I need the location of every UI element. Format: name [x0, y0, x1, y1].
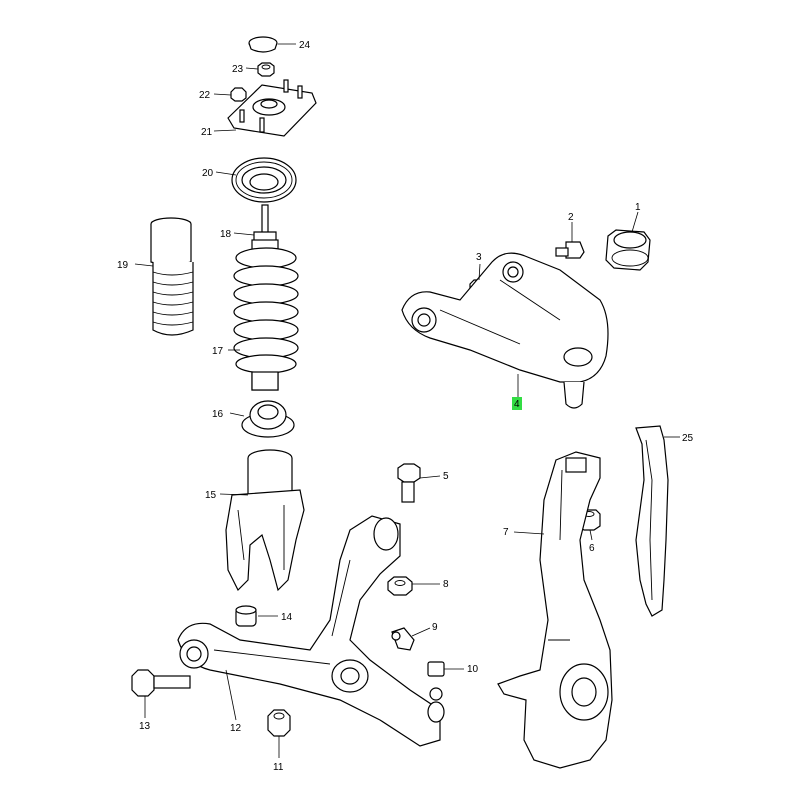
part-24-dust-cap: [248, 36, 278, 53]
part-25-heat-shield: [635, 425, 669, 617]
part-8-nut: [387, 576, 413, 596]
callout-20[interactable]: 20: [202, 168, 214, 179]
part-2-bolt: [555, 241, 585, 259]
callout-6[interactable]: 6: [589, 543, 595, 554]
part-9-sensor: [391, 627, 415, 651]
part-21-strut-top-mount: [227, 79, 317, 137]
part-1-bushing: [605, 229, 651, 271]
highlight-marker: [512, 397, 522, 410]
part-20-upper-spring-seat: [231, 157, 297, 203]
part-12-lower-control-arm: [177, 515, 445, 747]
part-11-nut: [267, 709, 291, 737]
callout-labels: 1 2 3 4 5 6 7 8 9 10 11 12 13 14 15 16 1…: [117, 40, 694, 773]
callout-14[interactable]: 14: [281, 612, 293, 623]
part-15-strut-fork: [225, 449, 305, 592]
callout-8[interactable]: 8: [443, 579, 449, 590]
part-16-lower-spring-seat: [241, 400, 295, 438]
callout-5[interactable]: 5: [443, 471, 449, 482]
callout-13[interactable]: 13: [139, 721, 151, 732]
part-7-steering-knuckle: [497, 451, 613, 769]
callout-4[interactable]: 4: [514, 399, 520, 410]
callout-2[interactable]: 2: [568, 212, 574, 223]
callout-15[interactable]: 15: [205, 490, 217, 501]
callout-24[interactable]: 24: [299, 40, 311, 51]
callout-9[interactable]: 9: [432, 622, 438, 633]
part-10-clip: [427, 661, 445, 677]
leader-lines: [134, 43, 680, 758]
part-4-upper-control-arm: [401, 252, 609, 409]
callout-17[interactable]: 17: [212, 346, 224, 357]
part-14-bushing: [235, 605, 257, 627]
callout-19[interactable]: 19: [117, 260, 129, 271]
callout-12[interactable]: 12: [230, 723, 242, 734]
callout-21[interactable]: 21: [201, 127, 213, 138]
part-23-nut: [257, 62, 275, 77]
callout-10[interactable]: 10: [467, 664, 479, 675]
part-13-bolt: [131, 669, 191, 697]
callout-23[interactable]: 23: [232, 64, 244, 75]
callout-18[interactable]: 18: [220, 229, 232, 240]
callout-1[interactable]: 1: [635, 202, 641, 213]
callout-3[interactable]: 3: [476, 252, 482, 263]
part-5-bolt: [397, 463, 421, 503]
callout-25[interactable]: 25: [682, 433, 694, 444]
part-17-coil-spring: [233, 239, 299, 391]
callout-22[interactable]: 22: [199, 90, 211, 101]
part-19-dust-boot: [150, 217, 194, 336]
callout-11[interactable]: 11: [273, 762, 284, 773]
callout-16[interactable]: 16: [212, 409, 224, 420]
callout-7[interactable]: 7: [503, 527, 509, 538]
part-22-nut: [230, 87, 247, 102]
